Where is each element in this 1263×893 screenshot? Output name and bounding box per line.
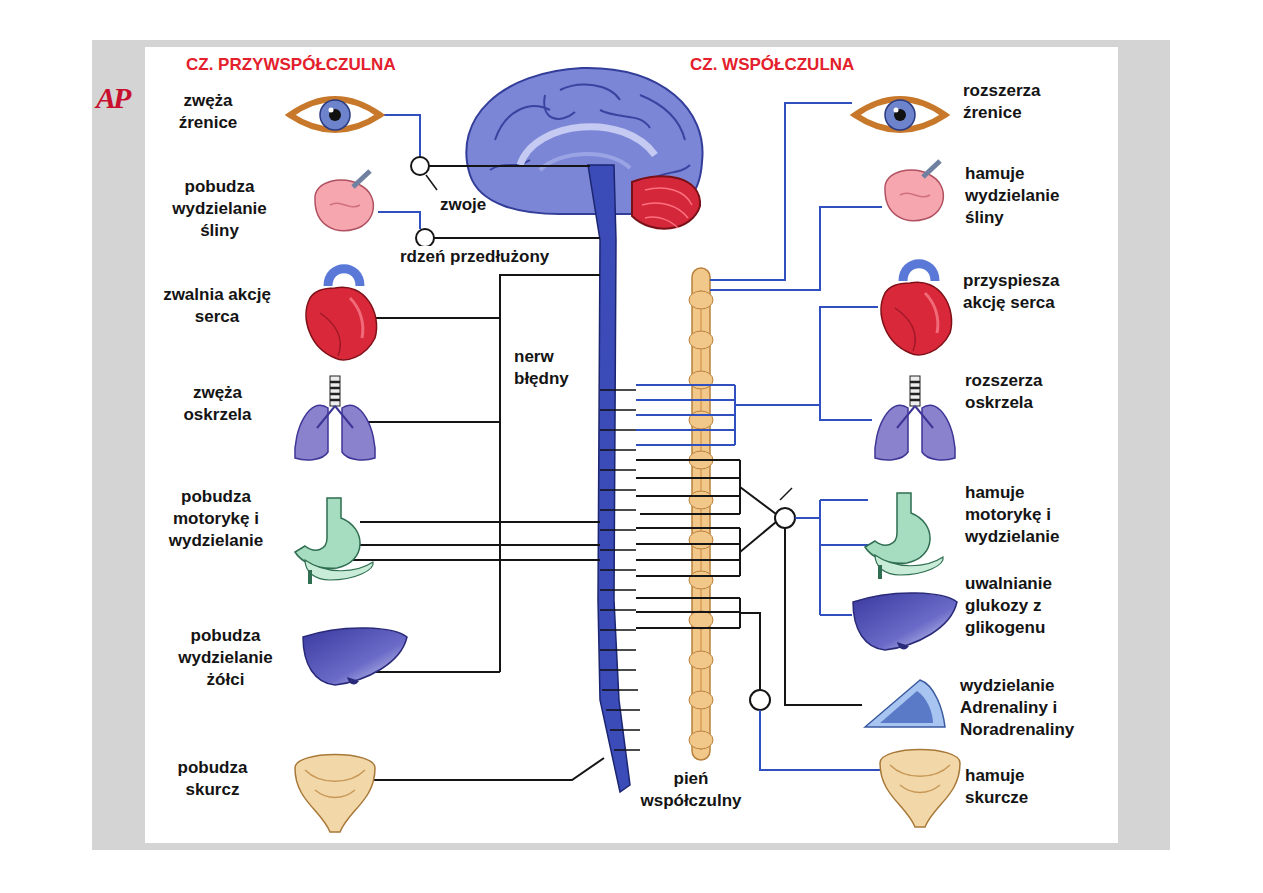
spinal-cord-part <box>600 390 640 750</box>
sympathetic-nerves-part <box>735 307 878 420</box>
effect-label: hamuje wydzielanie śliny <box>965 163 1085 229</box>
slide-frame-part <box>145 47 1118 843</box>
organs-sympathetic-part <box>865 680 945 727</box>
sympathetic-trunk-part <box>689 531 713 549</box>
sympathetic-trunk-part <box>689 371 713 389</box>
sympathetic-trunk-part <box>689 491 713 509</box>
brain-part <box>540 154 630 170</box>
organs-sympathetic-part <box>853 593 957 650</box>
parasympathetic-nerves-part <box>426 175 437 190</box>
sympathetic-trunk-part <box>700 290 702 750</box>
effect-label: hamuje motorykę i wydzielanie <box>965 482 1090 548</box>
brain <box>466 68 702 229</box>
organs-parasympathetic-part <box>295 376 375 460</box>
effect-label: zwęża źrenice <box>158 90 258 134</box>
parasympathetic-nerves-part <box>355 317 500 319</box>
parasympathetic-nerves-part <box>378 212 420 229</box>
structure-label: pień współczulny <box>636 768 746 812</box>
sympathetic-nerves-part <box>780 488 792 500</box>
sympathetic-trunk-part <box>689 291 713 309</box>
sympathetic-nerves-part <box>636 528 740 576</box>
slide-frame-part <box>92 40 1170 850</box>
sympathetic-nerves-part <box>710 207 882 290</box>
sympathetic-nerves-part <box>760 710 882 770</box>
organs-parasympathetic-part <box>295 498 373 584</box>
organs-parasympathetic-part <box>290 99 380 130</box>
effect-label: hamuje skurcze <box>965 765 1057 809</box>
effect-label: rozszerza źrenice <box>963 80 1073 124</box>
brain-part <box>520 127 655 165</box>
brain-part <box>632 176 700 228</box>
slide-frame <box>92 40 1170 850</box>
effect-label: pobudza skurcz <box>160 757 265 801</box>
sympathetic-nerves-part <box>636 385 735 445</box>
section-title: CZ. WSPÓŁCZULNA <box>690 54 854 76</box>
parasympathetic-nerves <box>345 115 604 780</box>
effect-label: pobudza wydzielanie żółci <box>168 625 283 691</box>
organs-parasympathetic-part <box>306 269 376 360</box>
sympathetic-trunk-part <box>689 331 713 349</box>
spinal-cord <box>588 165 640 792</box>
sympathetic-trunk-part <box>689 651 713 669</box>
parasympathetic-nerves-part <box>352 421 500 423</box>
sympathetic-nerves-part <box>636 598 760 690</box>
organs-parasympathetic-part <box>303 628 407 685</box>
effect-label: wydzielanie Adrenaliny i Noradrenaliny <box>960 675 1112 741</box>
sympathetic-trunk-part <box>689 731 713 749</box>
parasympathetic-nerves-part <box>500 275 600 672</box>
sympathetic-trunk-part <box>689 691 713 709</box>
organs-sympathetic-part <box>865 493 943 579</box>
organs-sympathetic-part <box>881 264 951 355</box>
effect-label: pobudza motorykę i wydzielanie <box>152 486 280 552</box>
effect-label: uwalnianie glukozy z glikogenu <box>965 573 1083 639</box>
organs-parasympathetic <box>290 99 407 832</box>
organs-sympathetic <box>853 99 960 827</box>
sympathetic-trunk-part <box>689 411 713 429</box>
organs-sympathetic-part <box>855 99 945 130</box>
effect-label: rozszerza oskrzela <box>965 370 1075 414</box>
parasympathetic-nerves-part <box>411 157 429 175</box>
brain-part <box>642 188 692 228</box>
structure-label: rdzeń przedłużony <box>398 246 551 268</box>
parasympathetic-nerves-part <box>345 758 604 780</box>
sympathetic-nerves-part <box>795 500 870 615</box>
parasympathetic-nerves-part <box>380 115 420 157</box>
sympathetic-trunk-part <box>689 611 713 629</box>
section-title: CZ. PRZYWSPÓŁCZULNA <box>186 54 396 76</box>
organs-parasympathetic-part <box>315 171 373 231</box>
sympathetic-nerves-part <box>775 508 795 528</box>
parasympathetic-nerves-part <box>416 229 434 247</box>
sympathetic-nerves-part <box>636 460 740 514</box>
sympathetic-nerves <box>636 103 882 770</box>
effect-label: przyspiesza akcję serca <box>963 270 1093 314</box>
organs-sympathetic-part <box>880 750 960 828</box>
spinal-cord-part <box>588 165 630 792</box>
structure-label: zwoje <box>440 194 486 216</box>
structure-label: nerw błędny <box>514 346 586 390</box>
effect-label: pobudza wydzielanie śliny <box>152 176 287 242</box>
organs-parasympathetic-part <box>295 755 375 833</box>
organs-sympathetic-part <box>875 376 955 460</box>
parasympathetic-nerves-part <box>375 671 500 673</box>
effect-label: zwalnia akcję serca <box>148 284 286 328</box>
sympathetic-nerves-part <box>750 690 770 710</box>
logo-mark: AP <box>96 78 128 117</box>
sympathetic-nerves-part <box>785 528 862 705</box>
parasympathetic-nerves-part <box>429 165 590 167</box>
effect-label: zwęża oskrzela <box>165 382 270 426</box>
organs-sympathetic-part <box>885 161 943 221</box>
sympathetic-nerves-part <box>740 487 776 552</box>
parasympathetic-nerves-part <box>434 237 600 239</box>
parasympathetic-nerves-part <box>352 522 600 560</box>
sympathetic-nerves-part <box>710 103 852 280</box>
sympathetic-trunk-part <box>689 571 713 589</box>
